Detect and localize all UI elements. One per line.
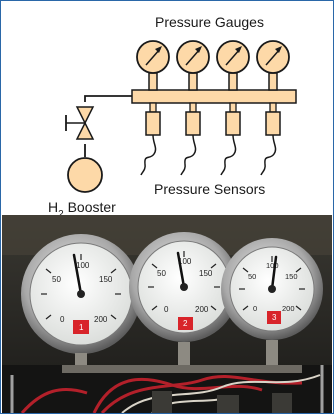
- manifold-pipe: [131, 89, 297, 104]
- gauge-2-tag: [178, 317, 193, 330]
- booster-label-suffix: Booster: [63, 199, 116, 215]
- gauge-3-scale-0: 0: [253, 304, 257, 313]
- gauge-2-tag-text: 2: [183, 319, 188, 328]
- pressure-sensor-3: [220, 102, 241, 176]
- gauges-photo: 50 100 150 0 200 1 50 100: [2, 215, 332, 413]
- gauge-1-scale-200: 200: [94, 315, 108, 324]
- pressure-sensor-4: [260, 102, 281, 176]
- pressure-gauges-label: Pressure Gauges: [155, 14, 264, 30]
- gauge-2-needle: [176, 251, 186, 289]
- gauge-1-scale-100: 100: [76, 261, 90, 270]
- supply-line: [84, 95, 132, 157]
- pressure-gauge-4: [256, 40, 290, 91]
- gauge-2-scale-100: 100: [178, 257, 192, 266]
- gauge-2-scale-150: 150: [199, 269, 213, 278]
- gauge-2-scale-200: 200: [195, 305, 209, 314]
- valve: [65, 106, 95, 140]
- photo-gauge-1: 50 100 150 0 200 1: [21, 234, 141, 354]
- h2-booster-label: H2 Booster: [48, 200, 116, 219]
- gauge-2-scale-0: 0: [164, 305, 169, 314]
- gauge-1-scale-50: 50: [52, 275, 61, 284]
- photo-gauge-2: 50 100 150 0 200 2: [129, 232, 239, 342]
- gauge-1-scale-0: 0: [60, 315, 65, 324]
- photo-fittings: [62, 340, 302, 373]
- gauge-3-scale-100: 100: [266, 261, 279, 270]
- pressure-sensor-2: [180, 102, 201, 176]
- gauge-1-needle: [72, 253, 83, 296]
- pressure-system-diagram: Pressure Gauges Pressure Sensors H2 Boos…: [2, 2, 332, 219]
- diagram-svg: [65, 40, 297, 193]
- pressure-gauge-2: [176, 40, 210, 91]
- gauge-3-needle: [270, 255, 278, 291]
- photo-connectors: [152, 391, 292, 413]
- photo-gauge-3: 50 100 150 0 200 3: [221, 238, 323, 340]
- h2-booster: [67, 157, 103, 193]
- gauge-1-tag: [73, 320, 89, 334]
- booster-label-subscript: 2: [58, 209, 64, 220]
- gauge-3-scale-50: 50: [248, 272, 256, 281]
- pressure-gauge-3: [216, 40, 250, 91]
- gauge-3-tag-text: 3: [272, 313, 277, 322]
- photo-svg: 50 100 150 0 200 1 50 100: [2, 215, 332, 413]
- gauge-1-scale-150: 150: [99, 275, 113, 284]
- gauge-3-tag: [267, 311, 281, 324]
- pressure-sensor-1: [140, 102, 161, 176]
- gauge-3-scale-150: 150: [285, 272, 298, 281]
- gauge-3-scale-200: 200: [282, 304, 295, 313]
- gauge-1-tag-text: 1: [79, 323, 84, 332]
- booster-label-prefix: H: [48, 199, 59, 215]
- pressure-sensors-label: Pressure Sensors: [154, 181, 266, 197]
- pressure-gauge-1: [136, 40, 170, 91]
- photo-rails: [10, 365, 324, 413]
- gauge-2-scale-50: 50: [157, 269, 166, 278]
